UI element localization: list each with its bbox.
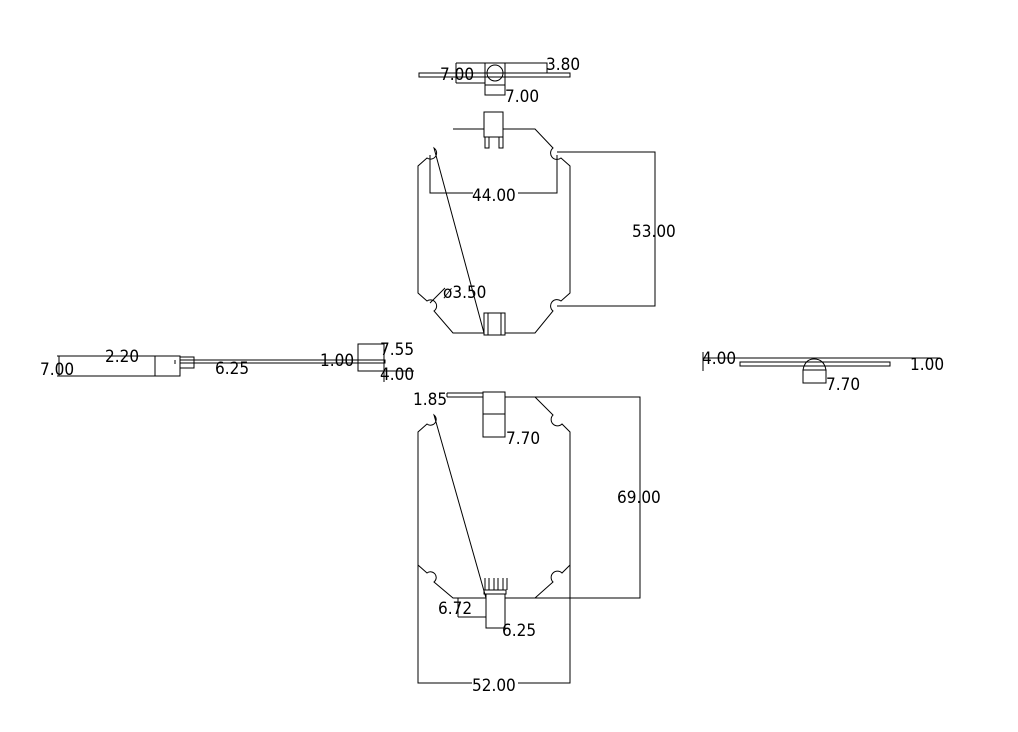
dim-left-total: 7.00 bbox=[40, 360, 74, 380]
dim-top-width-b: 7.00 bbox=[505, 87, 539, 107]
dim-top-height: 3.80 bbox=[546, 55, 580, 75]
back-board: 1.85 7.70 69.00 6.72 6.25 52.00 bbox=[413, 390, 661, 696]
top-view: 7.00 3.80 7.00 bbox=[418, 55, 580, 107]
dim-hole-span: 44.00 bbox=[472, 186, 516, 206]
dim-line bbox=[484, 85, 506, 96]
connector-dome bbox=[802, 358, 827, 371]
dim-line bbox=[505, 396, 641, 599]
dim-line bbox=[417, 565, 571, 684]
connector-detail bbox=[482, 392, 506, 438]
dim-line bbox=[57, 355, 155, 377]
dim-line bbox=[446, 392, 483, 398]
connector-body bbox=[802, 369, 827, 384]
dim-line bbox=[455, 62, 485, 84]
connector-detail bbox=[487, 313, 502, 335]
top-connector bbox=[483, 111, 504, 138]
board-outline bbox=[417, 396, 571, 599]
connector-header bbox=[483, 589, 507, 595]
dim-hole-diameter: ø3.50 bbox=[443, 283, 486, 303]
leader-line bbox=[429, 287, 446, 304]
dim-right-right: 1.00 bbox=[910, 355, 944, 375]
dim-back-height: 69.00 bbox=[617, 488, 661, 508]
dim-line bbox=[429, 155, 558, 194]
dim-back-edge: 1.85 bbox=[413, 390, 447, 410]
dim-left-right-depth: 4.00 bbox=[380, 365, 414, 385]
connector-body bbox=[154, 355, 181, 377]
top-connector bbox=[482, 391, 506, 415]
connector-body bbox=[484, 62, 506, 86]
dim-back-top-connector: 7.70 bbox=[506, 429, 540, 449]
board-edge bbox=[179, 359, 386, 364]
left-side-view: 7.00 2.20 6.25 1.00 7.55 4.00 bbox=[40, 340, 414, 385]
connector-circle bbox=[486, 64, 504, 82]
dim-right-left: 4.00 bbox=[702, 349, 736, 369]
dim-back-width: 52.00 bbox=[472, 676, 516, 696]
dim-line bbox=[457, 598, 505, 629]
dim-line bbox=[383, 344, 414, 382]
dim-line bbox=[557, 151, 656, 307]
dim-back-connector-offset: 6.72 bbox=[438, 599, 472, 619]
dim-line bbox=[505, 62, 548, 73]
bottom-connector bbox=[483, 312, 506, 336]
board-edge bbox=[418, 72, 571, 78]
right-side-view: 4.00 1.00 7.70 bbox=[702, 349, 944, 395]
connector-detail bbox=[174, 356, 195, 369]
connector-pins bbox=[484, 137, 504, 149]
connector-pins bbox=[484, 578, 508, 590]
dim-top-width-a: 7.00 bbox=[440, 65, 474, 85]
dim-left-right-height: 7.55 bbox=[380, 340, 414, 360]
board-body bbox=[739, 361, 891, 367]
dim-right-connector: 7.70 bbox=[826, 375, 860, 395]
dim-front-height: 53.00 bbox=[632, 222, 676, 242]
dim-back-bottom-connector: 6.25 bbox=[502, 621, 536, 641]
front-board: 44.00 53.00 ø3.50 bbox=[417, 111, 676, 336]
board-outline bbox=[417, 128, 571, 334]
dim-left-connector: 6.25 bbox=[215, 359, 249, 379]
dim-left-offset: 2.20 bbox=[105, 347, 139, 367]
dim-left-thickness: 1.00 bbox=[320, 351, 354, 371]
